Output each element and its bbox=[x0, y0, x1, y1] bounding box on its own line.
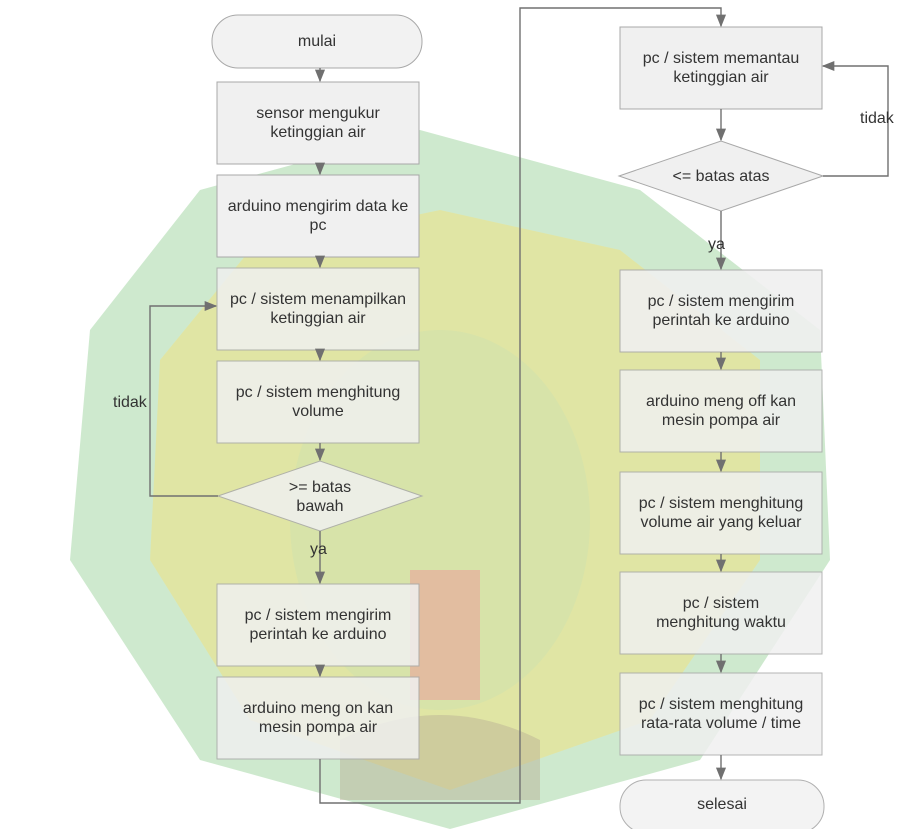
step-calc-volume-out: pc / sistem menghitung volume air yang k… bbox=[638, 495, 804, 531]
label-yes-right: ya bbox=[708, 236, 725, 253]
step-send-command-right: pc / sistem mengirim perintah ke arduino bbox=[647, 293, 795, 329]
process-box bbox=[619, 369, 823, 453]
step-monitor-level: pc / sistem memantau ketinggian air bbox=[642, 50, 800, 86]
step-calc-time: pc / sistem menghitung waktu bbox=[656, 595, 786, 631]
step-display-level: pc / sistem menampilkan ketinggian air bbox=[229, 291, 407, 327]
decision-lower-limit: >= batas bawah bbox=[288, 479, 352, 515]
process-box bbox=[619, 672, 823, 756]
label-no-right: tidak bbox=[860, 110, 894, 127]
process-box bbox=[216, 174, 420, 258]
start-label: mulai bbox=[297, 33, 337, 50]
process-box bbox=[216, 676, 420, 760]
process-box bbox=[216, 583, 420, 667]
end-label: selesai bbox=[697, 796, 747, 813]
label-yes-left: ya bbox=[310, 541, 327, 558]
process-box bbox=[619, 471, 823, 555]
step-calc-average: pc / sistem menghitung rata-rata volume … bbox=[638, 696, 804, 732]
step-pump-off: arduino meng off kan mesin pompa air bbox=[645, 393, 797, 429]
process-box bbox=[216, 360, 420, 444]
step-sensor-measure: sensor mengukur ketinggian air bbox=[256, 105, 380, 141]
decision-upper-limit: <= batas atas bbox=[672, 167, 770, 185]
right-connectors bbox=[715, 60, 889, 781]
step-arduino-send: arduino mengirim data ke pc bbox=[227, 198, 409, 234]
left-connectors bbox=[149, 7, 727, 804]
process-box bbox=[619, 571, 823, 655]
process-box bbox=[216, 81, 420, 165]
start-terminal bbox=[211, 14, 423, 69]
step-calc-volume: pc / sistem menghitung volume bbox=[235, 384, 401, 420]
step-send-command-left: pc / sistem mengirim perintah ke arduino bbox=[244, 607, 392, 643]
process-box bbox=[619, 269, 823, 353]
step-pump-on: arduino meng on kan mesin pompa air bbox=[242, 700, 394, 736]
decision-diamond bbox=[216, 460, 424, 532]
label-no-left: tidak bbox=[113, 394, 147, 411]
